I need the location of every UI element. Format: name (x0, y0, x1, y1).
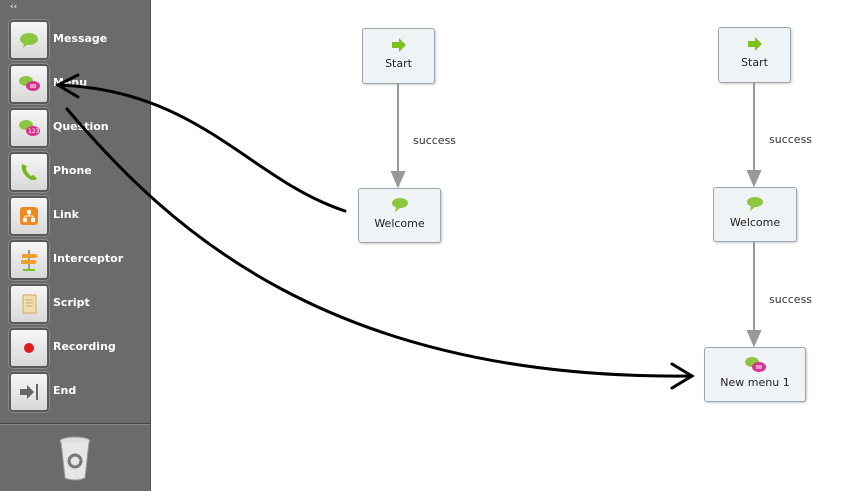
annotation-arrowhead (670, 362, 695, 390)
tool-recording[interactable]: Recording (9, 328, 116, 368)
arrow-right-icon (747, 37, 762, 51)
menu-icon (745, 357, 766, 372)
tool-label: Recording (53, 340, 116, 353)
node-label: Start (385, 57, 412, 70)
collapse-button[interactable]: ‹‹ (10, 2, 18, 12)
edge-arrowhead (746, 170, 762, 188)
tool-label: Link (53, 208, 79, 221)
tool-label: Phone (53, 164, 92, 177)
message-icon (747, 197, 763, 211)
link-icon (9, 196, 49, 236)
arrow-right-icon (391, 38, 406, 52)
tool-interceptor[interactable]: Interceptor (9, 240, 123, 280)
message-icon (391, 198, 408, 212)
record-icon (9, 328, 49, 368)
tool-label: End (53, 384, 77, 397)
tool-label: Interceptor (53, 252, 124, 265)
flow1-start-node[interactable]: Start (362, 28, 435, 84)
node-label: Welcome (729, 216, 781, 229)
menu-icon (9, 64, 49, 104)
scroll-icon (9, 284, 49, 324)
trash-icon[interactable] (58, 435, 92, 481)
edge-label: success (769, 133, 813, 146)
tool-menu[interactable]: Menu (9, 64, 87, 104)
tool-script[interactable]: Script (9, 284, 90, 324)
node-label: New menu 1 (720, 376, 790, 389)
end-icon (9, 372, 49, 412)
divider (0, 423, 150, 425)
tool-message[interactable]: Message (9, 20, 107, 60)
svg-text:123: 123 (28, 128, 40, 135)
question-icon: 123 (9, 108, 49, 148)
signpost-icon (9, 240, 49, 280)
edge-arrowhead (390, 171, 406, 189)
tool-label: Menu (53, 76, 88, 89)
flow1-welcome-node[interactable]: Welcome (358, 188, 441, 243)
phone-icon (9, 152, 49, 192)
flow2-start-node[interactable]: Start (718, 27, 791, 83)
message-icon (9, 20, 49, 60)
tool-label: Script (53, 296, 90, 309)
tool-phone[interactable]: Phone (9, 152, 92, 192)
node-label: Start (741, 56, 768, 69)
tool-link[interactable]: Link (9, 196, 79, 236)
tool-label: Question (53, 120, 109, 133)
tool-question[interactable]: 123 Question (9, 108, 109, 148)
edge-label: success (769, 293, 813, 306)
flow2-menu-node[interactable]: New menu 1 (704, 347, 806, 402)
tool-palette: ‹‹ Message Menu 123 Question Phone Link I… (0, 0, 151, 491)
node-label: Welcome (374, 217, 425, 230)
edge-arrowhead (746, 330, 762, 348)
tool-end[interactable]: End (9, 372, 76, 412)
tool-label: Message (53, 32, 108, 45)
edge-label: success (413, 134, 457, 147)
flow2-welcome-node[interactable]: Welcome (713, 187, 797, 242)
